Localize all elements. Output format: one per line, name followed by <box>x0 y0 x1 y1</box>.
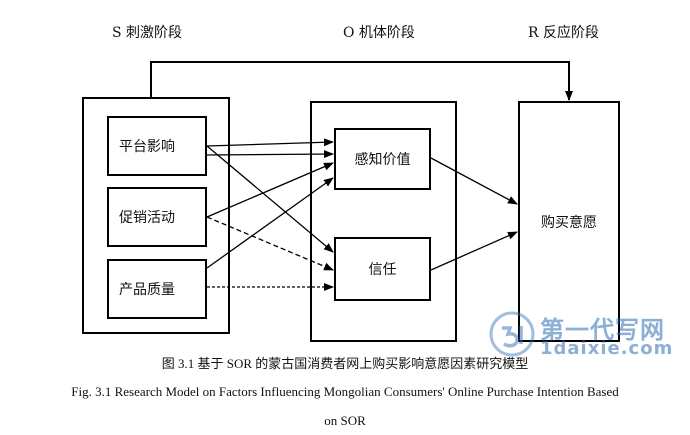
edge-trust-to-intention <box>430 231 518 271</box>
product-quality-label: 产品质量 <box>119 282 175 298</box>
purchase-intention-box: 购买意愿 <box>518 101 620 342</box>
edge-platform-to-value-2 <box>206 150 334 159</box>
organism-container <box>310 101 457 342</box>
edge-stimulus-to-response <box>150 61 573 101</box>
perceived-value-label: 感知价值 <box>354 152 411 168</box>
edge-quality-to-value <box>206 177 334 269</box>
edge-platform-to-value <box>206 138 334 147</box>
caption-chinese: 图 3.1 基于 SOR 的蒙古国消费者网上购买影响意愿因素研究模型 <box>161 356 529 371</box>
trust-node: 信任 <box>334 237 431 301</box>
stage-label-r: R 反应阶段 <box>528 25 599 41</box>
perceived-value-node: 感知价值 <box>334 128 431 190</box>
platform-influence-label: 平台影响 <box>119 139 175 155</box>
edge-promotion-to-trust <box>206 216 334 271</box>
edge-value-to-intention <box>430 157 518 205</box>
trust-label: 信任 <box>368 262 397 278</box>
watermark-brand: 第一代写网 <box>540 316 665 344</box>
platform-influence-node: 平台影响 <box>107 116 207 176</box>
watermark: 第一代写网 1daixie.com <box>488 308 684 360</box>
stage-label-s: S 刺激阶段 <box>112 25 183 41</box>
watermark-domain: 1daixie.com <box>540 338 674 359</box>
edge-platform-to-trust <box>206 145 334 253</box>
stage-label-o: O 机体阶段 <box>343 25 415 41</box>
promotion-node: 促销活动 <box>107 187 207 247</box>
edge-promotion-to-value <box>206 162 334 218</box>
promotion-label: 促销活动 <box>119 210 175 226</box>
stimulus-container <box>82 97 230 334</box>
caption-english-line1: Fig. 3.1 Research Model on Factors Influ… <box>71 384 619 399</box>
watermark-logo-icon <box>489 311 535 357</box>
product-quality-node: 产品质量 <box>107 259 207 319</box>
caption-english-line2: on SOR <box>324 413 366 428</box>
purchase-intention-label: 购买意愿 <box>541 214 597 231</box>
